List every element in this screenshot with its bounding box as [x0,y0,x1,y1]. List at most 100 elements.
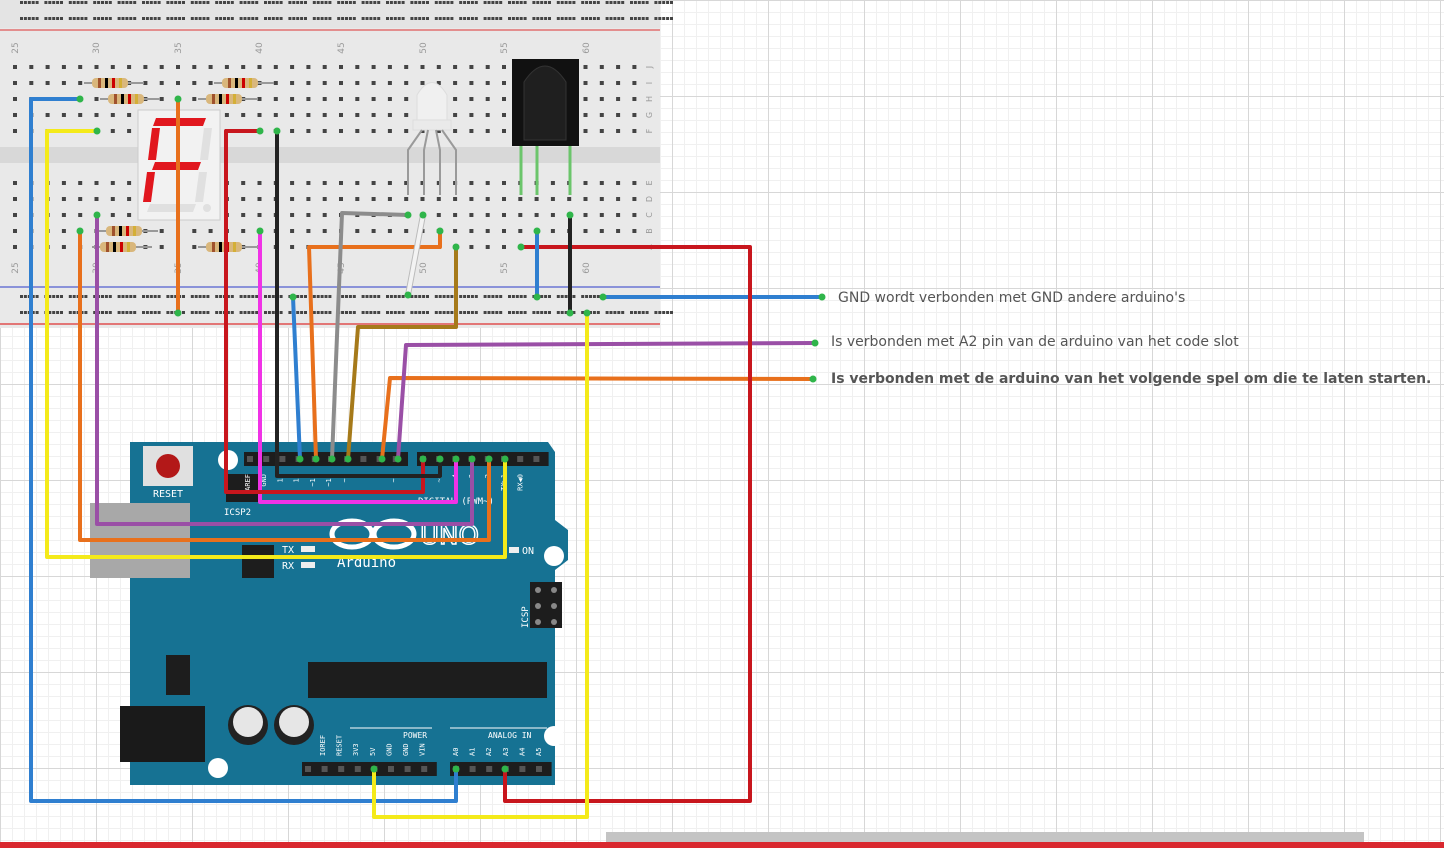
rail-hole [76,1,80,4]
rail-hole [198,17,202,20]
breadboard-hole [290,113,295,117]
rail-hole [361,17,365,20]
breadboard-hole [306,113,311,117]
rail-hole [365,295,369,298]
digital-pin-label: RX◀0 [516,474,524,491]
rail-hole [251,1,255,4]
rail-hole [536,1,540,4]
rail-hole [434,1,438,4]
breadboard-hole [387,181,392,185]
breadboard-hole [616,181,621,185]
wire-endpoint [93,211,101,219]
horizontal-scrollbar[interactable] [606,832,1364,842]
rail-hole [572,1,576,4]
analog-pin-label: A0 [452,748,460,756]
breadboard-hole [339,113,343,117]
rail-hole [540,17,544,20]
rail-hole [536,311,540,314]
breadboard-hole [306,81,311,85]
rail-hole [410,1,414,4]
rail-hole [198,311,202,314]
rail-hole [194,295,198,298]
rail-hole [296,1,300,4]
rail-hole [271,1,275,4]
rail-hole [491,17,495,20]
rail-hole [166,295,170,298]
rail-hole [414,311,418,314]
rail-hole [108,1,112,4]
rail-hole [418,1,422,4]
breadboard-hole [61,113,66,117]
rail-hole [300,295,304,298]
rail-hole [68,311,72,314]
analog-pin-label: A1 [469,748,477,756]
wire-endpoint [370,765,378,773]
rail-hole [20,17,23,20]
rail-hole [304,17,307,20]
breadboard-hole [306,197,311,201]
breadboard-hole [127,129,132,133]
breadboard-hole [599,129,604,133]
wire-endpoint [811,339,819,347]
reset-button[interactable] [143,446,193,486]
rail-hole [206,17,210,20]
code-lock-a2-wire [396,341,817,461]
rail-hole [564,1,568,4]
breadboard-hole [110,65,115,69]
rail-hole [243,295,247,298]
rail-hole [393,17,397,20]
rail-hole [519,1,523,4]
rail-hole [142,311,145,314]
breadboard-hole [632,197,637,201]
rail-hole [617,1,621,4]
breadboard-hole [110,197,115,201]
rail-hole [31,1,35,4]
breadboard-hole [355,65,360,69]
breadboard-hole [290,181,295,185]
rail-hole [596,295,600,298]
wire-endpoint [404,211,412,219]
rail-hole [633,1,637,4]
rail-hole [645,1,649,4]
breadboard-hole [404,97,409,101]
breadboard-hole [404,65,409,69]
rail-hole [666,311,670,314]
tx-led [301,546,315,552]
rail-hole [149,295,153,298]
breadboard-hole [78,81,83,85]
rail-hole [393,1,397,4]
breadboard-hole [127,113,132,117]
rail-hole [255,311,259,314]
rail-hole [662,1,666,4]
row-letter-label: B [645,228,654,234]
rail-hole [202,311,206,314]
rail-hole [670,17,673,20]
breadboard-hole [94,65,99,69]
rail-hole [104,1,108,4]
rail-hole [239,295,243,298]
breadboard-hole [143,65,148,69]
rail-hole [467,1,470,4]
rail-hole [348,17,352,20]
wire-endpoint [256,227,264,235]
rail-hole [422,295,426,298]
rail-hole [320,295,324,298]
breadboard-hole [127,181,132,185]
breadboard-hole [371,229,376,233]
rail-hole [609,1,613,4]
rail-hole [613,17,617,20]
breadboard-hole [502,213,506,217]
rail-hole [48,1,52,4]
rail-hole [60,295,63,298]
rail-hole [101,1,104,4]
wire-endpoint [533,293,541,301]
rail-hole [239,311,243,314]
analog-pin-label: A2 [485,748,493,756]
column-number-label: 50 [419,262,429,274]
rail-hole [20,1,23,4]
breadboard-hole [485,129,490,133]
rail-hole [72,17,76,20]
rail-hole [548,17,551,20]
breadboard-hole [61,65,66,69]
rail-hole [613,311,617,314]
